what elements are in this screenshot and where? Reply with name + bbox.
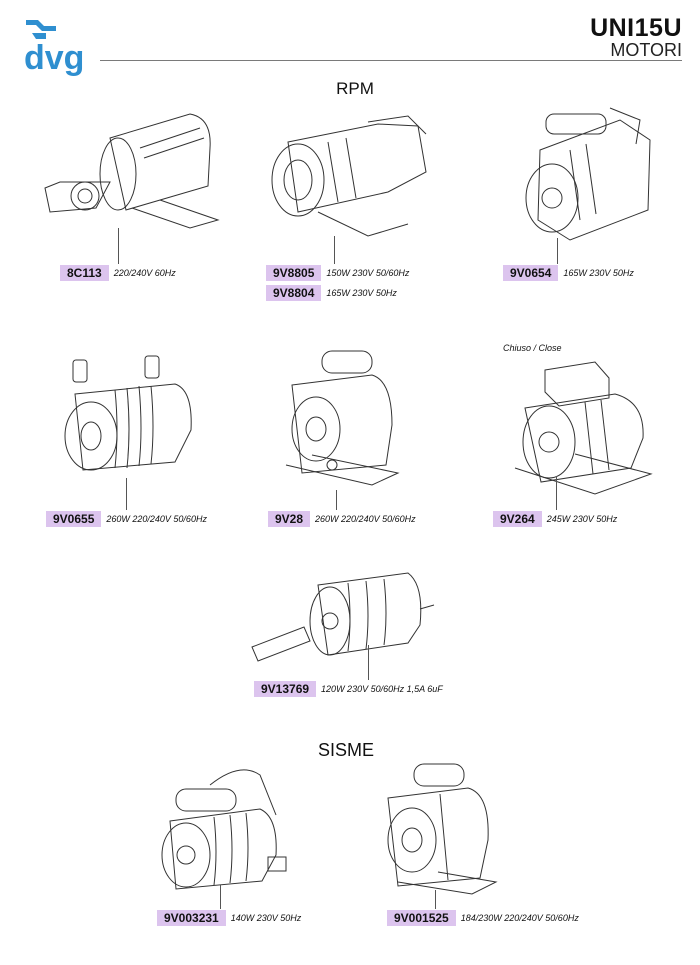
leader-line xyxy=(336,490,337,510)
part-code: 9V0654 xyxy=(503,265,559,281)
part-spec: 260W 220/240V 50/60Hz xyxy=(315,514,416,524)
part-spec: 150W 230V 50/60Hz xyxy=(326,268,410,278)
leader-line xyxy=(220,885,221,909)
header-rule xyxy=(100,60,682,61)
part-code: 9V0655 xyxy=(46,511,102,527)
document-code: UNI15U xyxy=(590,14,682,42)
motor-9v0654-illustration xyxy=(525,107,651,241)
part-code: 9V13769 xyxy=(254,681,317,697)
part-label-9v001525: 9V001525 184/230W 220/240V 50/60Hz xyxy=(387,910,579,926)
leader-line xyxy=(557,238,558,264)
part-label-9v8805: 9V8805 150W 230V 50/60Hz xyxy=(266,265,409,281)
dvg-logo: dvg xyxy=(24,20,84,76)
part-spec: 245W 230V 50Hz xyxy=(546,514,618,524)
closed-note: Chiuso / Close xyxy=(503,343,562,353)
part-label-9v264: 9V264 245W 230V 50Hz xyxy=(493,511,617,527)
part-code: 9V8805 xyxy=(266,265,322,281)
motor-9v13769-illustration xyxy=(251,572,435,662)
part-code: 8C113 xyxy=(60,265,109,281)
part-code: 9V264 xyxy=(493,511,542,527)
part-spec: 165W 230V 50Hz xyxy=(563,268,634,278)
leader-line xyxy=(334,236,335,264)
logo-text: dvg xyxy=(24,39,84,76)
leader-line xyxy=(118,228,119,264)
document-subtitle: MOTORI xyxy=(610,40,682,60)
part-label-9v003231: 9V003231 140W 230V 50Hz xyxy=(157,910,301,926)
section-title-sisme: SISME xyxy=(317,740,374,760)
motor-8c113-illustration xyxy=(44,113,220,229)
part-label-9v8804: 9V8804 165W 230V 50Hz xyxy=(266,285,397,301)
part-spec: 140W 230V 50Hz xyxy=(230,913,302,923)
part-label-9v13769: 9V13769 120W 230V 50/60Hz 1,5A 6uF xyxy=(254,681,443,697)
leader-line xyxy=(126,478,127,510)
part-label-9v28: 9V28 260W 220/240V 50/60Hz xyxy=(268,511,416,527)
part-spec: 165W 230V 50Hz xyxy=(326,288,397,298)
part-spec: 260W 220/240V 50/60Hz xyxy=(106,514,207,524)
part-code: 9V001525 xyxy=(387,910,456,926)
motor-9v001525-illustration xyxy=(387,763,498,895)
motor-9v8805-illustration xyxy=(271,115,427,237)
part-spec: 220/240V 60Hz xyxy=(113,268,176,278)
part-code: 9V003231 xyxy=(157,910,226,926)
leader-line xyxy=(368,645,369,680)
motor-9v0655-illustration xyxy=(64,355,192,471)
leader-line xyxy=(556,476,557,510)
leader-line xyxy=(435,890,436,909)
motor-9v28-illustration xyxy=(285,350,400,486)
motor-9v003231-illustration xyxy=(161,769,287,890)
part-label-9v0654: 9V0654 165W 230V 50Hz xyxy=(503,265,634,281)
part-code: 9V8804 xyxy=(266,285,322,301)
part-label-8c113: 8C113 220/240V 60Hz xyxy=(60,265,176,281)
part-label-9v0655: 9V0655 260W 220/240V 50/60Hz xyxy=(46,511,207,527)
part-code: 9V28 xyxy=(268,511,311,527)
part-spec: 120W 230V 50/60Hz 1,5A 6uF xyxy=(321,684,443,694)
section-title-rpm: RPM xyxy=(336,79,374,98)
part-spec: 184/230W 220/240V 50/60Hz xyxy=(460,913,579,923)
motor-9v264-illustration xyxy=(514,361,653,495)
